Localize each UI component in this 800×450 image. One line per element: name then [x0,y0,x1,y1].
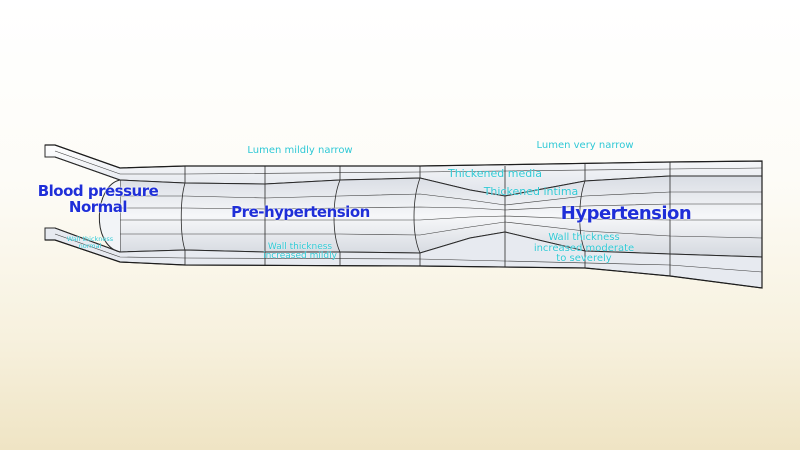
wall-normal-annotation: Wall thickness normal [62,235,118,251]
wall-mild-line-1: Wall thickness [267,242,333,252]
lumen-very-annotation: Lumen very narrow [536,140,634,151]
normal-stage-label: Blood pressure Normal [36,182,160,216]
wall-mild-line-2: increased mildly [263,251,337,262]
pre-hypertension-label: Pre-hypertension [231,203,370,221]
wall-severe-line-3: to severely [556,253,612,264]
lumen-mild-annotation: Lumen mildly narrow [247,145,353,156]
wall-normal-line-2: normal [78,242,102,251]
vessel-mesh-lines [54,150,763,273]
normal-stage-line-1: Blood pressure [37,182,159,200]
wall-severe-line-1: Wall thickness [548,232,620,243]
wall-severe-annotation: Wall thickness increased moderate to sev… [520,232,648,265]
vessel-outline [45,144,763,289]
wall-normal-line-1: Wall thickness [66,235,114,243]
thickened-intima-annotation: Thickened intima [483,185,579,198]
vessel-segment-lines [180,162,671,276]
normal-stage-line-2: Normal [68,197,128,216]
wall-severe-line-2: increased moderate [533,242,635,254]
hypertension-label: Hypertension [560,203,692,224]
thickened-media-annotation: Thickened media [447,167,543,180]
wall-mild-annotation: Wall thickness increased mildly [250,242,350,262]
